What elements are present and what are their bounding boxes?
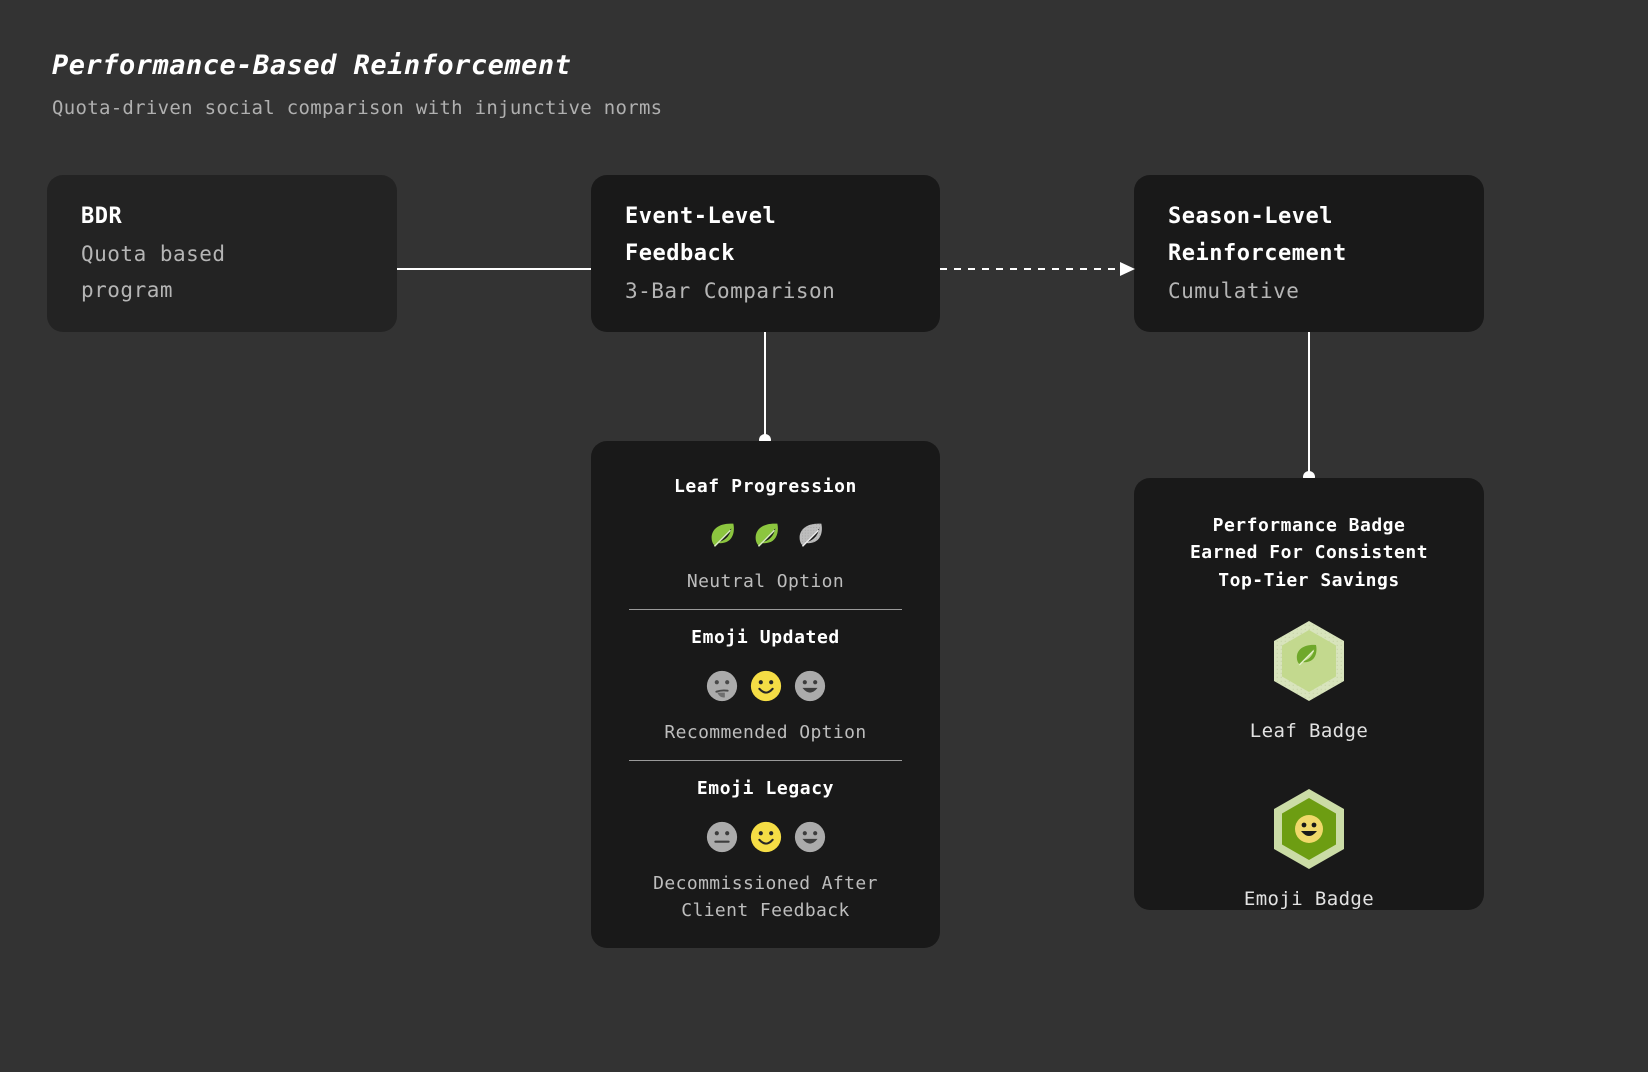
connector-season-to-badge-card	[1308, 332, 1310, 474]
node-event-subtitle: 3-Bar Comparison	[625, 279, 836, 304]
section-emoji-legacy-caption: Decommissioned After Client Feedback	[653, 873, 878, 921]
face-thinking-gray-icon	[705, 669, 739, 703]
leaf-gray-icon	[793, 518, 827, 552]
section-leaf-progression: Leaf Progression	[621, 465, 910, 595]
hex-badge-leaf-icon	[1272, 620, 1346, 706]
section-leaf-progression-title: Leaf Progression	[674, 476, 857, 497]
face-smile-yellow-icon	[749, 669, 783, 703]
face-grin-gray-icon	[793, 669, 827, 703]
section-emoji-updated-caption: Recommended Option	[664, 722, 867, 743]
badge-leaf[interactable]: Leaf Badge	[1164, 620, 1454, 742]
face-smile-yellow-icon	[749, 820, 783, 854]
hex-badge-emoji-icon	[1272, 788, 1346, 874]
leaf-icon-row	[621, 518, 910, 552]
node-season-subtitle: Cumulative	[1168, 279, 1300, 304]
page-subtitle: Quota-driven social comparison with inju…	[52, 97, 663, 119]
leaf-green-icon	[749, 518, 783, 552]
section-emoji-updated-title: Emoji Updated	[691, 627, 840, 648]
header: Performance-Based Reinforcement Quota-dr…	[52, 50, 662, 119]
leaf-green-icon	[705, 518, 739, 552]
badge-emoji[interactable]: Emoji Badge	[1164, 788, 1454, 910]
connector-bdr-to-event	[397, 268, 591, 270]
card-divider-2	[629, 760, 902, 761]
section-emoji-legacy: Emoji Legacy	[621, 775, 910, 924]
node-bdr[interactable]: BDR Quota based program	[47, 175, 397, 332]
section-emoji-updated: Emoji Updated	[621, 624, 910, 746]
badge-leaf-label: Leaf Badge	[1249, 720, 1369, 743]
card-performance-badges[interactable]: Performance Badge Earned For Consistent …	[1134, 478, 1484, 910]
emoji-legacy-icon-row	[621, 820, 910, 854]
node-event-level-feedback[interactable]: Event-Level Feedback 3-Bar Comparison	[591, 175, 940, 332]
node-season-title: Season-Level Reinforcement	[1168, 203, 1347, 267]
card-divider-1	[629, 609, 902, 610]
connector-event-to-season	[940, 260, 1136, 278]
badge-emoji-label: Emoji Badge	[1243, 888, 1375, 911]
page-title: Performance-Based Reinforcement	[52, 50, 572, 81]
node-season-level-reinforcement[interactable]: Season-Level Reinforcement Cumulative	[1134, 175, 1484, 332]
section-leaf-progression-caption: Neutral Option	[686, 571, 845, 592]
card-event-feedback-options[interactable]: Leaf Progression	[591, 441, 940, 948]
face-neutral-gray-icon	[705, 820, 739, 854]
badge-card-heading: Performance Badge Earned For Consistent …	[1189, 515, 1429, 591]
section-emoji-legacy-title: Emoji Legacy	[696, 778, 835, 799]
node-bdr-title: BDR	[81, 204, 123, 230]
emoji-updated-icon-row	[621, 669, 910, 703]
node-bdr-subtitle: Quota based program	[81, 242, 226, 303]
face-grin-gray-icon	[793, 820, 827, 854]
node-event-title: Event-Level Feedback	[625, 203, 777, 267]
connector-event-to-leaf-card	[764, 332, 766, 440]
